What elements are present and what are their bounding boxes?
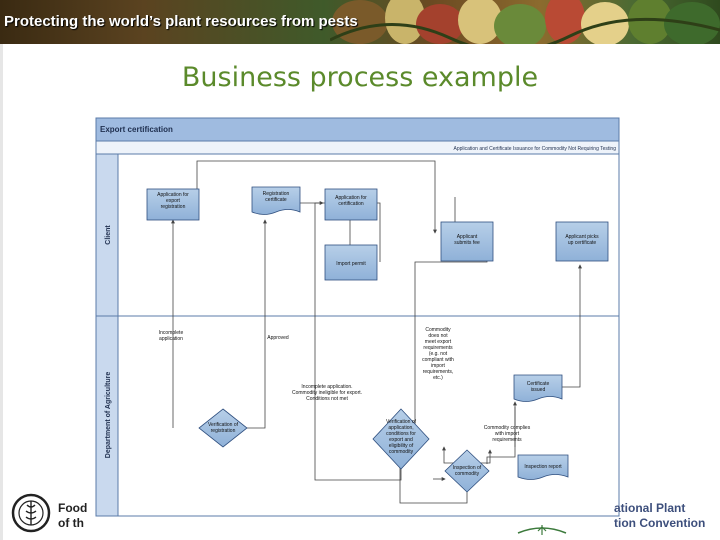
node-line: Applicant picks xyxy=(565,234,599,240)
label-line: does not xyxy=(428,333,448,339)
label-line: requirements, xyxy=(423,369,454,375)
label-line: requirements xyxy=(492,437,522,443)
node-line: certificate xyxy=(265,197,287,203)
header-banner: Protecting the world’s plant resources f… xyxy=(0,0,720,44)
lane-header-column xyxy=(95,153,119,517)
page-title: Business process example xyxy=(181,62,539,93)
node-line: application, xyxy=(388,425,413,431)
node-line: Registration xyxy=(263,191,290,197)
node-line: Applicant xyxy=(457,234,478,240)
label-line: import xyxy=(431,363,446,369)
plant-illustration-banner xyxy=(330,0,720,44)
diagram-canvas: Export certification Application and Cer… xyxy=(95,117,620,517)
node-line: conditions for xyxy=(386,431,416,437)
label-line: Commodity xyxy=(425,327,451,333)
lane-department: Department of Agriculture xyxy=(105,372,112,459)
label-line: (e.g. not xyxy=(429,351,448,357)
pool-header xyxy=(95,117,620,142)
label-line: with import xyxy=(495,431,520,437)
label-line: Conditions not met xyxy=(306,396,348,402)
node-line: eligibility of xyxy=(389,443,414,449)
label-incomplete-ineligible: Incomplete application.Commodity ineligi… xyxy=(292,384,362,402)
label-line: application xyxy=(159,336,183,342)
pool-frame xyxy=(95,117,620,517)
node-line: issued xyxy=(531,387,546,393)
fao-logo xyxy=(11,493,51,533)
node-line: export and xyxy=(389,437,413,443)
left-divider xyxy=(0,44,3,540)
label-line: Incomplete application. xyxy=(301,384,352,390)
node-line: Verification of xyxy=(386,419,417,425)
diagram-subtitle: Application and Certificate Issuance for… xyxy=(454,146,617,152)
node-line: Application for xyxy=(157,192,189,198)
label-line: requirements xyxy=(423,345,453,351)
label-line: etc.) xyxy=(433,375,443,381)
node-line: registration xyxy=(161,204,186,210)
node-import-permit: Import permit xyxy=(324,244,378,281)
fao-name-fragment: Food of th xyxy=(58,501,88,530)
pool-title: Export certification xyxy=(100,125,173,134)
label-line: Commodity complies xyxy=(484,425,531,431)
node-line: Verification of xyxy=(208,422,239,428)
label-approved: Approved xyxy=(267,335,289,341)
subtitle-bar xyxy=(95,140,620,155)
process-diagram: Export certification Application and Cer… xyxy=(95,117,620,517)
node-line: Import permit xyxy=(336,261,366,267)
node-line: Inspection report xyxy=(524,464,562,470)
label-line: Commodity ineligible for export. xyxy=(292,390,362,396)
banner-title: Protecting the world’s plant resources f… xyxy=(4,13,358,30)
lane-client: Client xyxy=(105,225,112,245)
ippc-name-fragment: ational Plant tion Convention xyxy=(614,501,706,530)
node-line: Application for xyxy=(335,195,367,201)
node-line: certification xyxy=(338,201,364,207)
ippc-emblem xyxy=(517,525,567,535)
label-line: Incomplete xyxy=(159,330,184,336)
node-line: submits fee xyxy=(454,240,480,246)
node-line: up certificate xyxy=(568,240,597,246)
node-line: Certificate xyxy=(527,381,550,387)
label-line: meet export xyxy=(425,339,452,345)
node-inspection-report: Inspection report xyxy=(517,454,569,480)
node-line: Inspection of xyxy=(453,465,482,471)
node-line: commodity xyxy=(455,471,480,477)
node-line: commodity xyxy=(389,449,414,455)
node-line: export xyxy=(166,198,181,204)
label-line: compliant with xyxy=(422,357,454,363)
connectors xyxy=(171,160,582,504)
node-line: registration xyxy=(211,428,236,434)
